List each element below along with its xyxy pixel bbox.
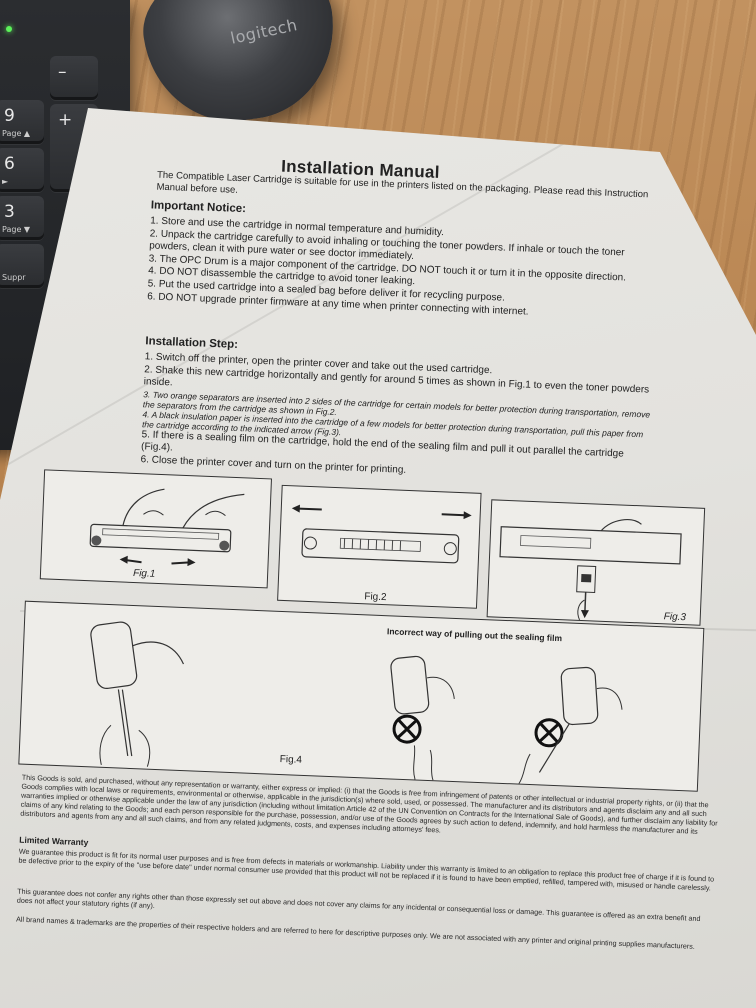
notice-heading: Important Notice:: [150, 199, 247, 216]
keyboard-key: –: [50, 56, 98, 100]
notice-list: 1. Store and use the cartridge in normal…: [147, 215, 665, 324]
key-label: 6: [4, 154, 15, 174]
key-sublabel: Suppr: [2, 273, 26, 282]
key-label: 3: [4, 202, 15, 222]
keyboard-key: 3 Page ▼: [0, 196, 44, 240]
key-label: –: [58, 62, 67, 82]
figure-1-label: Fig.1: [132, 567, 156, 580]
figure-3: Fig.3: [486, 499, 706, 626]
warranty-text: We guarantee this product is fit for its…: [18, 846, 715, 893]
key-label: +: [58, 110, 73, 130]
figure-2: Fig.2: [277, 484, 482, 609]
keyboard-key: Suppr: [0, 244, 44, 288]
separator-removal-illustration: [291, 504, 472, 564]
key-sublabel: ►: [2, 177, 9, 186]
figure-2-label: Fig.2: [364, 591, 387, 604]
key-sublabel: Page ▲: [2, 129, 31, 138]
steps-list: 1. Switch off the printer, open the prin…: [140, 351, 659, 487]
key-sublabel: Page ▼: [2, 225, 31, 234]
warranty-heading: Limited Warranty: [19, 834, 89, 848]
sealing-film-illustration: [90, 621, 623, 784]
keyboard-led: [6, 26, 12, 32]
figure-1: Fig.1: [39, 469, 272, 589]
figure-4: Incorrect way of pulling out the sealing…: [18, 600, 705, 792]
cartridge-shake-illustration: [89, 488, 245, 567]
figure-3-label: Fig.3: [663, 611, 687, 624]
steps-heading: Installation Step:: [145, 335, 239, 351]
keyboard-key: 9 Page ▲: [0, 100, 44, 144]
figure-4-label: Fig.4: [279, 754, 303, 766]
insulation-paper-illustration: [499, 519, 682, 621]
keyboard-key: 6 ►: [0, 148, 44, 192]
key-label: 9: [4, 106, 15, 126]
